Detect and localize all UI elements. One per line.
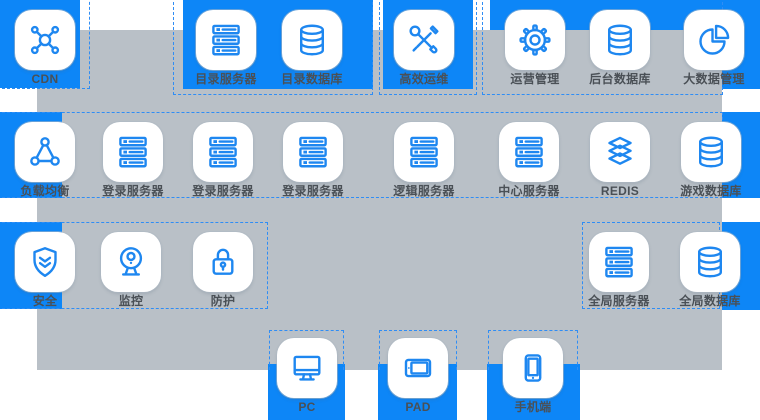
diagram-node [277,338,337,398]
diagram-node [394,122,454,182]
node-card [684,10,744,70]
node-label: 后台数据库 [589,72,651,86]
diagram-node [394,10,454,70]
node-label: PAD [405,400,431,414]
pad-icon [404,358,432,378]
node-label: 目录数据库 [281,72,343,86]
load-balancer-icon [30,137,60,166]
group-dashed-border [173,0,373,95]
node-label: 全局数据库 [679,294,741,308]
database-icon [698,246,722,278]
node-card [388,338,448,398]
diagram-node [193,232,253,292]
diagram-node [103,122,163,182]
node-label: 游戏数据库 [680,184,742,198]
node-card [503,338,563,398]
node-card [15,232,75,292]
node-label: CDN [31,72,59,86]
database-icon [300,24,324,56]
server-icon [299,136,327,168]
diagram-node [193,122,253,182]
diagram-node [15,122,75,182]
group-dashed-border [488,330,578,370]
node-card [15,10,75,70]
diagram-node [196,10,256,70]
diagram-node [681,122,741,182]
node-label: REDIS [600,184,640,198]
node-card [101,232,161,292]
node-label: PC [298,400,316,414]
diagram-node [499,122,559,182]
diagram-node [388,338,448,398]
gear-icon [519,24,551,56]
node-card [505,10,565,70]
node-label: 逻辑服务器 [393,184,455,198]
node-card [681,122,741,182]
diagram-node [505,10,565,70]
diagram-node [282,10,342,70]
pie-chart-icon [699,24,730,55]
node-card [196,10,256,70]
node-card [103,122,163,182]
cdn-icon [30,25,60,55]
server-icon [605,246,633,278]
node-card [193,232,253,292]
node-card [283,122,343,182]
server-icon [410,136,438,168]
diagram-node [680,232,740,292]
node-card [394,10,454,70]
diagram-node [503,338,563,398]
node-card [589,232,649,292]
group-dashed-border [0,222,268,309]
node-label: 中心服务器 [498,184,560,198]
group-dashed-border [379,330,457,370]
node-card [15,122,75,182]
server-icon [515,136,543,168]
diagram-node [589,232,649,292]
node-label: 运营管理 [510,72,560,86]
diagram-node [15,232,75,292]
node-label: 大数据管理 [683,72,745,86]
database-icon [608,24,632,56]
server-icon [209,136,237,168]
node-label: 安全 [32,294,58,308]
server-icon [119,136,147,168]
pc-icon [293,355,321,381]
node-label: 登录服务器 [282,184,344,198]
node-card [590,10,650,70]
node-card [277,338,337,398]
tools-icon [409,25,439,54]
node-label: 防护 [210,294,236,308]
diagram-node [590,10,650,70]
node-card [590,122,650,182]
node-label: 登录服务器 [192,184,254,198]
database-icon [699,136,723,168]
node-label: 负载均衡 [20,184,70,198]
node-card [193,122,253,182]
diagram-node [101,232,161,292]
phone-icon [524,354,542,382]
diagram-node [590,122,650,182]
node-label: 手机端 [514,400,552,414]
node-label: 目录服务器 [195,72,257,86]
node-label: 监控 [118,294,144,308]
node-label: 登录服务器 [102,184,164,198]
group-dashed-border [379,0,477,95]
camera-icon [119,247,143,276]
diagram-node [283,122,343,182]
redis-icon [608,136,632,165]
group-dashed-border [0,0,90,89]
node-card [680,232,740,292]
lock-icon [212,248,234,275]
node-card [499,122,559,182]
server-icon [212,24,240,56]
node-label: 全局服务器 [588,294,650,308]
node-card [282,10,342,70]
group-dashed-border [269,330,344,370]
diagram-node [15,10,75,70]
node-card [394,122,454,182]
shield-icon [33,247,57,277]
node-label: 高效运维 [399,72,449,86]
diagram-node [684,10,744,70]
